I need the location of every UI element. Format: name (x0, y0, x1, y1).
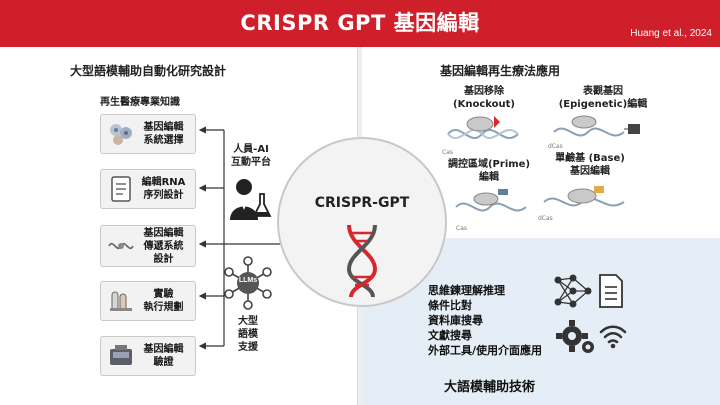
neural-network-icon (552, 272, 594, 314)
llm-network-icon: LLMs (221, 255, 275, 315)
flow-box-label: 基因編輯 驗證 (143, 344, 184, 368)
flow-box-label: 實驗 執行規劃 (143, 289, 184, 313)
right-bottom-footer: 大語模輔助技術 (444, 380, 536, 395)
base-diagram (543, 186, 625, 207)
prime-diagram (455, 189, 527, 212)
center-title: CRISPR-GPT (314, 195, 410, 211)
citation: Huang et al., 2024 (630, 28, 712, 39)
flow-box-system-selection: 基因編輯 系統選擇 (100, 114, 196, 154)
llm-support-label: 大型 語模 支援 (238, 316, 258, 353)
knowledge-label: 再生醫療專業知識 (100, 97, 180, 108)
flow-box-execution-plan: 實驗 執行規劃 (100, 281, 196, 321)
tech-item: 資料庫搜尋 (428, 314, 483, 327)
page-title: CRISPR GPT 基因編輯 (240, 11, 480, 35)
flow-box-label: 編輯RNA 序列設計 (141, 177, 186, 201)
prime-cas-label: Cas (456, 225, 467, 232)
left-section-title: 大型語模輔助自動化研究設計 (70, 64, 227, 78)
tech-item: 思維鍊理解推理 (428, 284, 505, 297)
tech-item: 外部工具/使用介面應用 (428, 344, 543, 357)
flow-box-delivery-design: 基因編輯 傳遞系統 設計 (100, 225, 196, 267)
tech-item: 條件比對 (428, 299, 472, 312)
cells-icon (106, 119, 136, 149)
center-circle: CRISPR-GPT (277, 137, 447, 307)
delivery-icon (106, 231, 136, 261)
knockout-cas-label: Cas (442, 149, 453, 156)
wifi-icon (598, 320, 628, 354)
base-label: 單鹼基 (Base) 基因編輯 (555, 153, 625, 177)
scientist-icon (226, 176, 274, 228)
human-ai-text: 人員-AI 互動平台 (231, 144, 271, 168)
dna-icon (346, 224, 378, 298)
machine-icon (106, 341, 136, 371)
llms-badge: LLMs (238, 277, 258, 284)
flow-box-label: 基因編輯 傳遞系統 設計 (143, 227, 184, 265)
document-icon (106, 174, 136, 204)
gear-icon (556, 318, 596, 360)
human-ai-label: 人員-AI 互動平台 (225, 143, 277, 169)
base-dcas-label: dCas (538, 215, 553, 222)
flow-box-rna-design: 編輯RNA 序列設計 (100, 169, 196, 209)
flow-box-label: 基因編輯 系統選擇 (143, 122, 184, 146)
right-top-title: 基因編輯再生療法應用 (440, 64, 561, 78)
knockout-label: 基因移除 (Knockout) (453, 86, 515, 110)
epigenetic-dcas-label: dCas (548, 143, 563, 150)
knockout-diagram (447, 116, 519, 140)
epigenetic-diagram (553, 115, 640, 137)
flow-box-validation: 基因編輯 驗證 (100, 336, 196, 376)
lab-tube-icon (106, 286, 136, 316)
prime-label: 調控區域(Prime) 編輯 (447, 159, 531, 183)
header-bar: CRISPR GPT 基因編輯 Huang et al., 2024 (0, 0, 720, 47)
report-icon (597, 273, 625, 313)
tech-item: 文獻搜尋 (428, 329, 472, 342)
epigenetic-label: 表觀基因 (Epigenetic)編輯 (558, 86, 648, 110)
